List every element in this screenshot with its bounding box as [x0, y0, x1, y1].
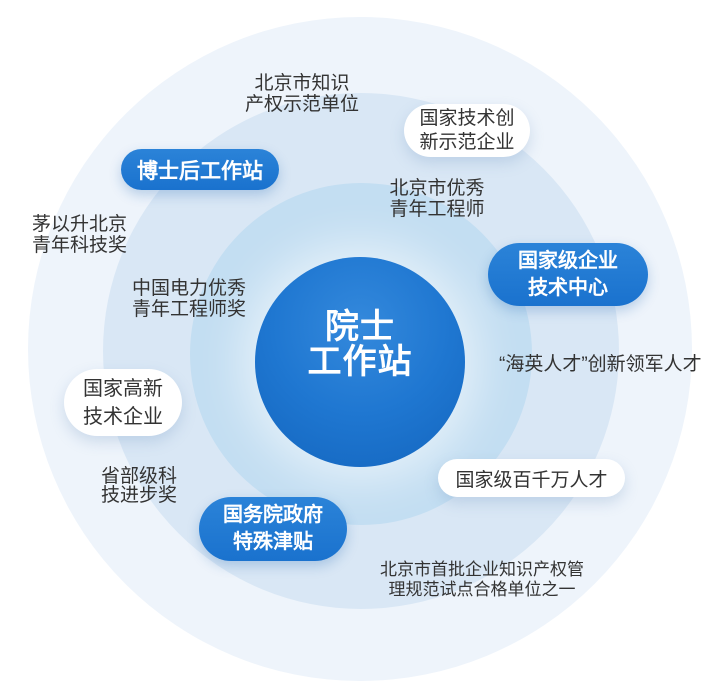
label-haiying-innovation-leader-talent: “海英人才”创新领军人才: [499, 354, 702, 376]
label-maoyisheng-beijing-youth-award: 茅以升北京 青年科技奖: [32, 214, 128, 256]
label-line1: 北京市知识: [254, 73, 350, 94]
center-title-line1: 院士: [325, 308, 395, 346]
label-line2: 产权示范单位: [244, 93, 359, 115]
label-beijing-first-batch-ip-pilot-unit: 北京市首批企业知识产权管 理规范试点合格单位之一: [372, 560, 592, 600]
badge-label-line2: 特殊津贴: [233, 531, 313, 553]
badge-label: 博士后工作站: [137, 159, 263, 183]
badge-label-line1: 国务院政府: [223, 504, 323, 526]
label-line2: 青年工程师奖: [132, 298, 247, 320]
label-line1: “海英人才”创新领军人才: [499, 354, 702, 375]
badge-national-enterprise-tech-center: 国家级企业 技术中心: [488, 243, 648, 306]
badge-label-line1: 国家级企业: [518, 249, 618, 272]
badge-label-line2: 新示范企业: [419, 131, 515, 153]
badge-label-line1: 国家高新: [83, 377, 163, 400]
label-line2: 理规范试点合格单位之一: [388, 580, 576, 599]
badge-national-baiqianwan-talent: 国家级百千万人才: [438, 459, 625, 497]
badge-label: 国家级百千万人才: [455, 469, 608, 491]
label-line1: 省部级科: [101, 466, 178, 487]
badge-label-line2: 技术企业: [83, 405, 163, 428]
label-line1: 中国电力优秀: [132, 278, 247, 299]
label-line1: 茅以升北京: [32, 214, 128, 235]
badge-state-council-special-allowance: 国务院政府 特殊津贴: [199, 497, 347, 561]
badge-postdoc-workstation: 博士后工作站: [121, 149, 279, 190]
badge-national-high-tech-enterprise: 国家高新 技术企业: [64, 369, 182, 436]
badge-national-tech-innovation-demo-enterprise: 国家技术创 新示范企业: [404, 104, 530, 157]
label-beijing-excellent-young-engineer: 北京市优秀 青年工程师: [389, 178, 485, 220]
label-line2: 青年科技奖: [32, 234, 128, 256]
label-line2: 技进步奖: [101, 485, 178, 506]
label-china-power-young-engineer-award: 中国电力优秀 青年工程师奖: [132, 278, 248, 320]
badge-label-line1: 国家技术创: [419, 107, 515, 129]
label-line1: 北京市优秀: [389, 178, 485, 199]
label-beijing-ip-demo-unit: 北京市知识 产权示范单位: [244, 73, 360, 115]
center-circle-academician-workstation: 院士 工作站: [255, 257, 465, 467]
badge-label-line2: 技术中心: [528, 276, 608, 299]
label-line1: 北京市首批企业知识产权管: [380, 560, 584, 579]
label-provincial-sci-tech-progress-award: 省部级科 技进步奖: [101, 467, 179, 505]
label-line2: 青年工程师: [389, 198, 485, 220]
center-title-line2: 工作站: [307, 343, 413, 381]
